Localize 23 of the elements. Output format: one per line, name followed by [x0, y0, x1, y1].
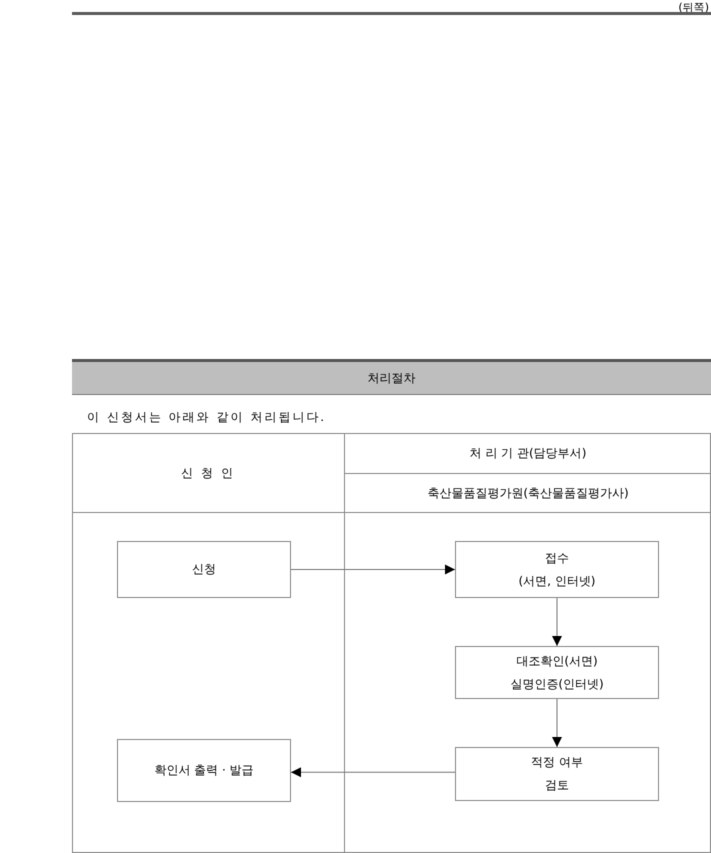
- arrow: [290, 564, 456, 574]
- process-box: [117, 541, 291, 598]
- box-text: 검토: [545, 777, 569, 794]
- box-text: 확인서 출력 · 발급: [154, 762, 254, 779]
- arrow: [290, 767, 456, 778]
- box-text: 실명인증(인터넷): [510, 676, 604, 692]
- section-header-band: 처리절차: [72, 359, 711, 395]
- box-text: 적정 여부: [531, 754, 583, 771]
- column-subheader: 축산물품질평가원(축산물품질평가사): [426, 485, 630, 502]
- page-side-note: (뒤쪽): [678, 0, 709, 16]
- process-box: [455, 747, 659, 801]
- arrow: [552, 698, 562, 748]
- intro-sentence: 이 신청서는 아래와 같이 처리됩니다.: [87, 409, 326, 426]
- arrow: [552, 598, 562, 646]
- process-box: [455, 541, 659, 598]
- box-text: 접수: [545, 550, 569, 566]
- column-header: 처 리 기 관(담당부서): [468, 445, 588, 462]
- box-text: 대조확인(서면): [516, 652, 598, 670]
- column-header: 신 청 인: [180, 465, 236, 482]
- process-box: [455, 646, 659, 699]
- box-text: 신청: [192, 561, 216, 578]
- box-text: (서면, 인터넷): [518, 572, 596, 590]
- process-box: [117, 739, 291, 802]
